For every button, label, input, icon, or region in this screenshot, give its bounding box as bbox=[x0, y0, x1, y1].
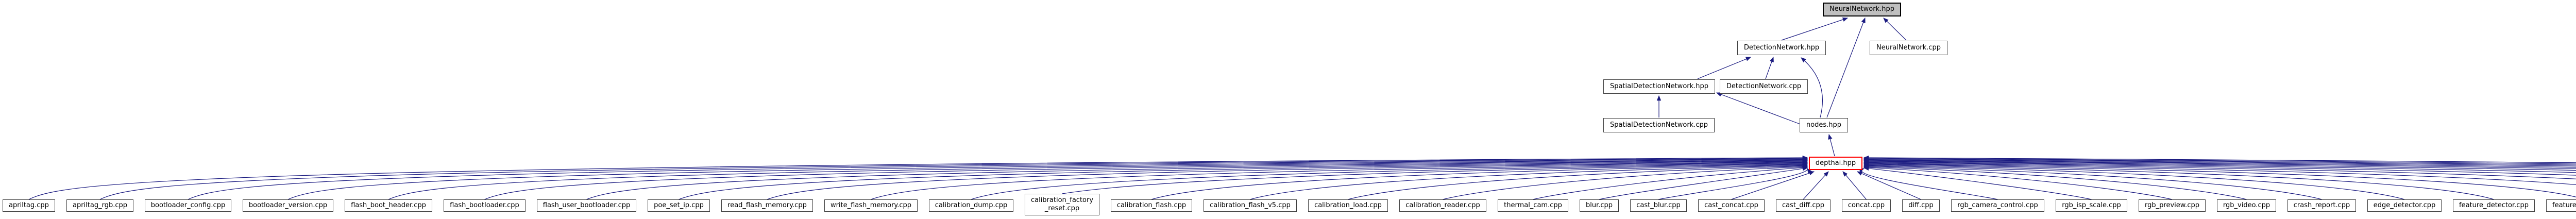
edge-cast-blur-cpp-to-depthai-hpp bbox=[1658, 168, 1812, 200]
edge-nodes-hpp-to-detectionnetwork-hpp bbox=[1801, 57, 1823, 118]
graph-node-flash-boot-header-cpp[interactable]: flash_boot_header.cpp bbox=[345, 199, 432, 212]
graph-node-poe-set-ip-cpp[interactable]: poe_set_ip.cpp bbox=[648, 199, 710, 212]
edge-image-manip-rotate-cpp-to-depthai-hpp bbox=[1863, 155, 2576, 163]
graph-node-depthai-hpp[interactable]: depthai.hpp bbox=[1809, 157, 1862, 170]
edge-calibration-reader-cpp-to-depthai-hpp bbox=[1443, 164, 1808, 200]
graph-node-edge-detector-cpp[interactable]: edge_detector.cpp bbox=[2367, 199, 2442, 212]
edge-apriltag-cpp-to-depthai-hpp bbox=[28, 155, 1808, 200]
graph-node-read-flash-memory-cpp[interactable]: read_flash_memory.cpp bbox=[721, 199, 813, 212]
edge-crash-report-cpp-to-depthai-hpp bbox=[1863, 164, 2322, 200]
edge-rgb-isp-scale-cpp-to-depthai-hpp bbox=[1863, 166, 2092, 200]
edge-device-queue-event-cpp-to-depthai-hpp bbox=[1863, 160, 2576, 176]
graph-node-bootloader-config-cpp[interactable]: bootloader_config.cpp bbox=[145, 199, 231, 212]
edge-depth-align-cpp-to-depthai-hpp bbox=[1863, 158, 2576, 169]
edge-device-information-cpp-to-depthai-hpp bbox=[1863, 161, 2576, 185]
edge-flash-user-bootloader-cpp-to-depthai-hpp bbox=[586, 159, 1808, 200]
edge-calibration-load-cpp-to-depthai-hpp bbox=[1348, 164, 1808, 200]
edge-calibration-flash-v5-cpp-to-depthai-hpp bbox=[1250, 163, 1808, 200]
edge-cast-concat-cpp-to-depthai-hpp bbox=[1731, 171, 1815, 200]
graph-node-cast-blur-cpp[interactable]: cast_blur.cpp bbox=[1630, 199, 1687, 212]
edge-poe-set-ip-cpp-to-depthai-hpp bbox=[679, 160, 1808, 200]
edge-concat-cpp-to-depthai-hpp bbox=[1842, 171, 1867, 200]
edge-flash-bootloader-cpp-to-depthai-hpp bbox=[484, 158, 1808, 200]
graph-node-rgb-preview-cpp[interactable]: rgb_preview.cpp bbox=[2139, 199, 2206, 212]
graph-node-detectionnetwork-hpp[interactable]: DetectionNetwork.hpp bbox=[1737, 41, 1826, 55]
edge-flash-boot-header-cpp-to-depthai-hpp bbox=[388, 158, 1808, 200]
graph-node-apriltag-cpp[interactable]: apriltag.cpp bbox=[3, 199, 55, 212]
graph-node-calibration-flash-cpp[interactable]: calibration_flash.cpp bbox=[1111, 199, 1192, 212]
graph-node-spatialdetectionnetwork-hpp[interactable]: SpatialDetectionNetwork.hpp bbox=[1603, 79, 1715, 94]
graph-node-neuralnetwork-hpp[interactable]: NeuralNetwork.hpp bbox=[1823, 3, 1901, 16]
graph-node-neuralnetwork-cpp[interactable]: NeuralNetwork.cpp bbox=[1870, 41, 1947, 55]
edge-edge-detector-cpp-to-depthai-hpp bbox=[1863, 163, 2405, 200]
graph-node-write-flash-memory-cpp[interactable]: write_flash_memory.cpp bbox=[824, 199, 918, 212]
edge-device-logging-cpp-to-depthai-hpp bbox=[1863, 161, 2576, 179]
graph-node-rgb-video-cpp[interactable]: rgb_video.cpp bbox=[2217, 199, 2276, 212]
edge-calibration-dump-cpp-to-depthai-hpp bbox=[971, 161, 1808, 200]
graph-node-calibration-factory-reset-cpp[interactable]: calibration_factory _reset.cpp bbox=[1025, 194, 1099, 215]
graph-node-detectionnetwork-cpp[interactable]: DetectionNetwork.cpp bbox=[1720, 79, 1808, 94]
edge-bootloader-config-cpp-to-depthai-hpp bbox=[188, 157, 1808, 200]
edge-detectionnetwork-hpp-to-neuralnetwork-hpp bbox=[1781, 17, 1849, 41]
edge-nodes-hpp-to-spatialdetectionnetwork-hpp bbox=[1716, 92, 1802, 125]
graph-node-crash-report-cpp[interactable]: crash_report.cpp bbox=[2287, 199, 2356, 212]
edge-spatialdetectionnetwork-hpp-to-detectionnetwork-hpp bbox=[1697, 57, 1752, 79]
edge-rgb-preview-cpp-to-depthai-hpp bbox=[1863, 165, 2173, 200]
edge-cast-diff-cpp-to-depthai-hpp bbox=[1803, 171, 1829, 200]
edge-apriltag-rgb-cpp-to-depthai-hpp bbox=[99, 156, 1808, 200]
graph-node-blur-cpp[interactable]: blur.cpp bbox=[1580, 199, 1619, 212]
graph-node-nodes-hpp[interactable]: nodes.hpp bbox=[1800, 118, 1848, 132]
graph-node-rgb-camera-control-cpp[interactable]: rgb_camera_control.cpp bbox=[1951, 199, 2044, 212]
graph-node-bootloader-version-cpp[interactable]: bootloader_version.cpp bbox=[243, 199, 333, 212]
edge-calibration-factory-reset-cpp-to-depthai-hpp bbox=[1062, 162, 1808, 194]
edge-image-align-cpp-to-depthai-hpp bbox=[1863, 158, 2576, 168]
edge-rgb-video-cpp-to-depthai-hpp bbox=[1863, 164, 2247, 200]
graph-node-calibration-reader-cpp[interactable]: calibration_reader.cpp bbox=[1399, 199, 1486, 212]
edge-nodes-hpp-to-neuralnetwork-hpp bbox=[1826, 17, 1866, 118]
graph-node-calibration-flash-v5-cpp[interactable]: calibration_flash_v5.cpp bbox=[1204, 199, 1297, 212]
graph-node-flash-bootloader-cpp[interactable]: flash_bootloader.cpp bbox=[444, 199, 526, 212]
graph-node-calibration-load-cpp[interactable]: calibration_load.cpp bbox=[1308, 199, 1388, 212]
graph-node-feature-tracker-cpp[interactable]: feature_tracker.cpp bbox=[2546, 199, 2576, 212]
edge-feature-tracker-cpp-to-depthai-hpp bbox=[1863, 162, 2576, 197]
graph-node-flash-user-bootloader-cpp[interactable]: flash_user_bootloader.cpp bbox=[537, 199, 636, 212]
edge-neuralnetwork-cpp-to-neuralnetwork-hpp bbox=[1883, 18, 1907, 41]
edge-detectionnetwork-cpp-to-detectionnetwork-hpp bbox=[1765, 56, 1774, 79]
edge-blur-cpp-to-depthai-hpp bbox=[1599, 166, 1808, 200]
edge-read-flash-memory-cpp-to-depthai-hpp bbox=[767, 160, 1808, 200]
graph-node-spatialdetectionnetwork-cpp[interactable]: SpatialDetectionNetwork.cpp bbox=[1603, 118, 1715, 132]
edge-depthai-hpp-to-nodes-hpp bbox=[1828, 133, 1835, 157]
edge-feature-detector-cpp-to-depthai-hpp bbox=[1863, 162, 2494, 200]
graph-node-apriltag-rgb-cpp[interactable]: apriltag_rgb.cpp bbox=[66, 199, 133, 212]
graph-node-concat-cpp[interactable]: concat.cpp bbox=[1842, 199, 1891, 212]
edge-queue-add-callback-cpp-to-depthai-hpp bbox=[1863, 159, 2576, 171]
edge-write-flash-memory-cpp-to-depthai-hpp bbox=[871, 161, 1808, 200]
graph-node-calibration-dump-cpp[interactable]: calibration_dump.cpp bbox=[929, 199, 1013, 212]
edge-opencv-support-cpp-to-depthai-hpp bbox=[1863, 160, 2576, 173]
edge-thermal-cam-cpp-to-depthai-hpp bbox=[1533, 165, 1808, 200]
edge-rgb-camera-control-cpp-to-depthai-hpp bbox=[1858, 168, 1998, 200]
edge-image-manip-example-cpp-to-depthai-hpp bbox=[1863, 156, 2576, 164]
edge-bootloader-version-cpp-to-depthai-hpp bbox=[287, 157, 1808, 200]
edge-thermal-align-cpp-to-depthai-hpp bbox=[1863, 157, 2576, 166]
graph-node-diff-cpp[interactable]: diff.cpp bbox=[1902, 199, 1940, 212]
graph-node-feature-detector-cpp[interactable]: feature_detector.cpp bbox=[2453, 199, 2535, 212]
graph-node-rgb-isp-scale-cpp[interactable]: rgb_isp_scale.cpp bbox=[2056, 199, 2127, 212]
graph-node-cast-diff-cpp[interactable]: cast_diff.cpp bbox=[1776, 199, 1831, 212]
edge-diff-cpp-to-depthai-hpp bbox=[1857, 171, 1921, 200]
graph-node-thermal-cam-cpp[interactable]: thermal_cam.cpp bbox=[1498, 199, 1568, 212]
edge-calibration-flash-cpp-to-depthai-hpp bbox=[1151, 162, 1808, 200]
graph-node-cast-concat-cpp[interactable]: cast_concat.cpp bbox=[1698, 199, 1765, 212]
edge-tof-align-cpp-to-depthai-hpp bbox=[1863, 157, 2576, 165]
